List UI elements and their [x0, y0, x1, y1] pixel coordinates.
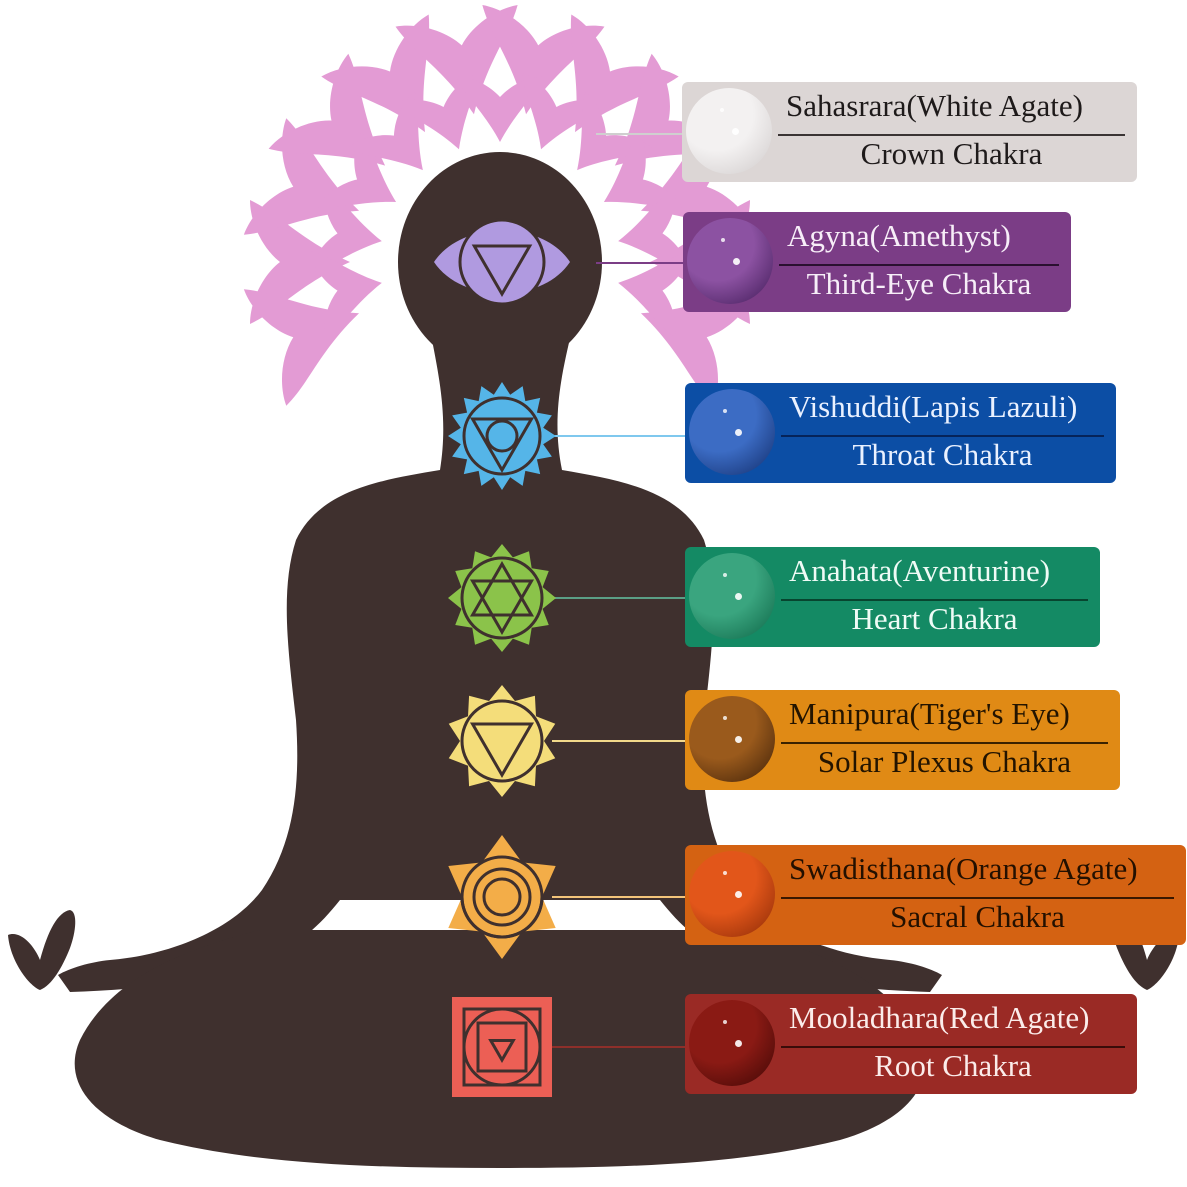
divider-rule [781, 599, 1088, 601]
connector-lines [552, 133, 687, 1048]
divider-rule [778, 134, 1125, 136]
root-chakra-icon [452, 997, 552, 1097]
divider-rule [781, 435, 1104, 437]
divider-rule [781, 1046, 1125, 1048]
gemstone-bead-root [689, 1000, 775, 1086]
stone-name: Manipura(Tiger's Eye) [789, 696, 1070, 731]
label-crown: Sahasrara(White Agate) Crown Chakra [682, 82, 1137, 182]
throat-chakra-icon [448, 382, 556, 490]
chakra-symbols [434, 218, 570, 1097]
gemstone-bead-third-eye [687, 218, 773, 304]
chakra-name: Crown Chakra [860, 136, 1043, 171]
third-eye-icon [434, 218, 570, 306]
stone-name: Anahata(Aventurine) [789, 553, 1051, 588]
stone-name: Sahasrara(White Agate) [786, 88, 1083, 123]
chakra-name: Root Chakra [874, 1048, 1032, 1083]
divider-rule [781, 742, 1108, 744]
label-sacral: Swadisthana(Orange Agate) Sacral Chakra [685, 845, 1186, 945]
solar-plexus-icon [448, 685, 556, 797]
chakra-name: Solar Plexus Chakra [817, 744, 1072, 779]
divider-rule [779, 264, 1059, 266]
crown-lotus-icon [243, 5, 757, 406]
gemstone-bead-sacral [689, 851, 775, 937]
label-root: Mooladhara(Red Agate) Root Chakra [685, 994, 1137, 1094]
chakra-name: Sacral Chakra [890, 899, 1065, 934]
gemstone-bead-crown [686, 88, 772, 174]
label-solar-plexus: Manipura(Tiger's Eye) Solar Plexus Chakra [685, 690, 1120, 790]
stone-name: Agyna(Amethyst) [787, 218, 1011, 253]
divider-rule [781, 897, 1174, 899]
label-third-eye: Agyna(Amethyst) Third-Eye Chakra [683, 212, 1071, 312]
gemstone-bead-heart [689, 553, 775, 639]
heart-chakra-icon [448, 544, 556, 652]
gemstone-bead-solar-plexus [689, 696, 775, 782]
chakra-name: Third-Eye Chakra [806, 266, 1032, 301]
stone-name: Mooladhara(Red Agate) [789, 1000, 1090, 1035]
label-throat: Vishuddi(Lapis Lazuli) Throat Chakra [685, 383, 1116, 483]
chakra-name: Heart Chakra [851, 601, 1018, 636]
sacral-chakra-icon [448, 835, 556, 959]
label-heart: Anahata(Aventurine) Heart Chakra [685, 547, 1100, 647]
chakra-name: Throat Chakra [852, 437, 1033, 472]
stone-name: Swadisthana(Orange Agate) [789, 851, 1138, 886]
stone-name: Vishuddi(Lapis Lazuli) [789, 389, 1078, 424]
gemstone-bead-throat [689, 389, 775, 475]
